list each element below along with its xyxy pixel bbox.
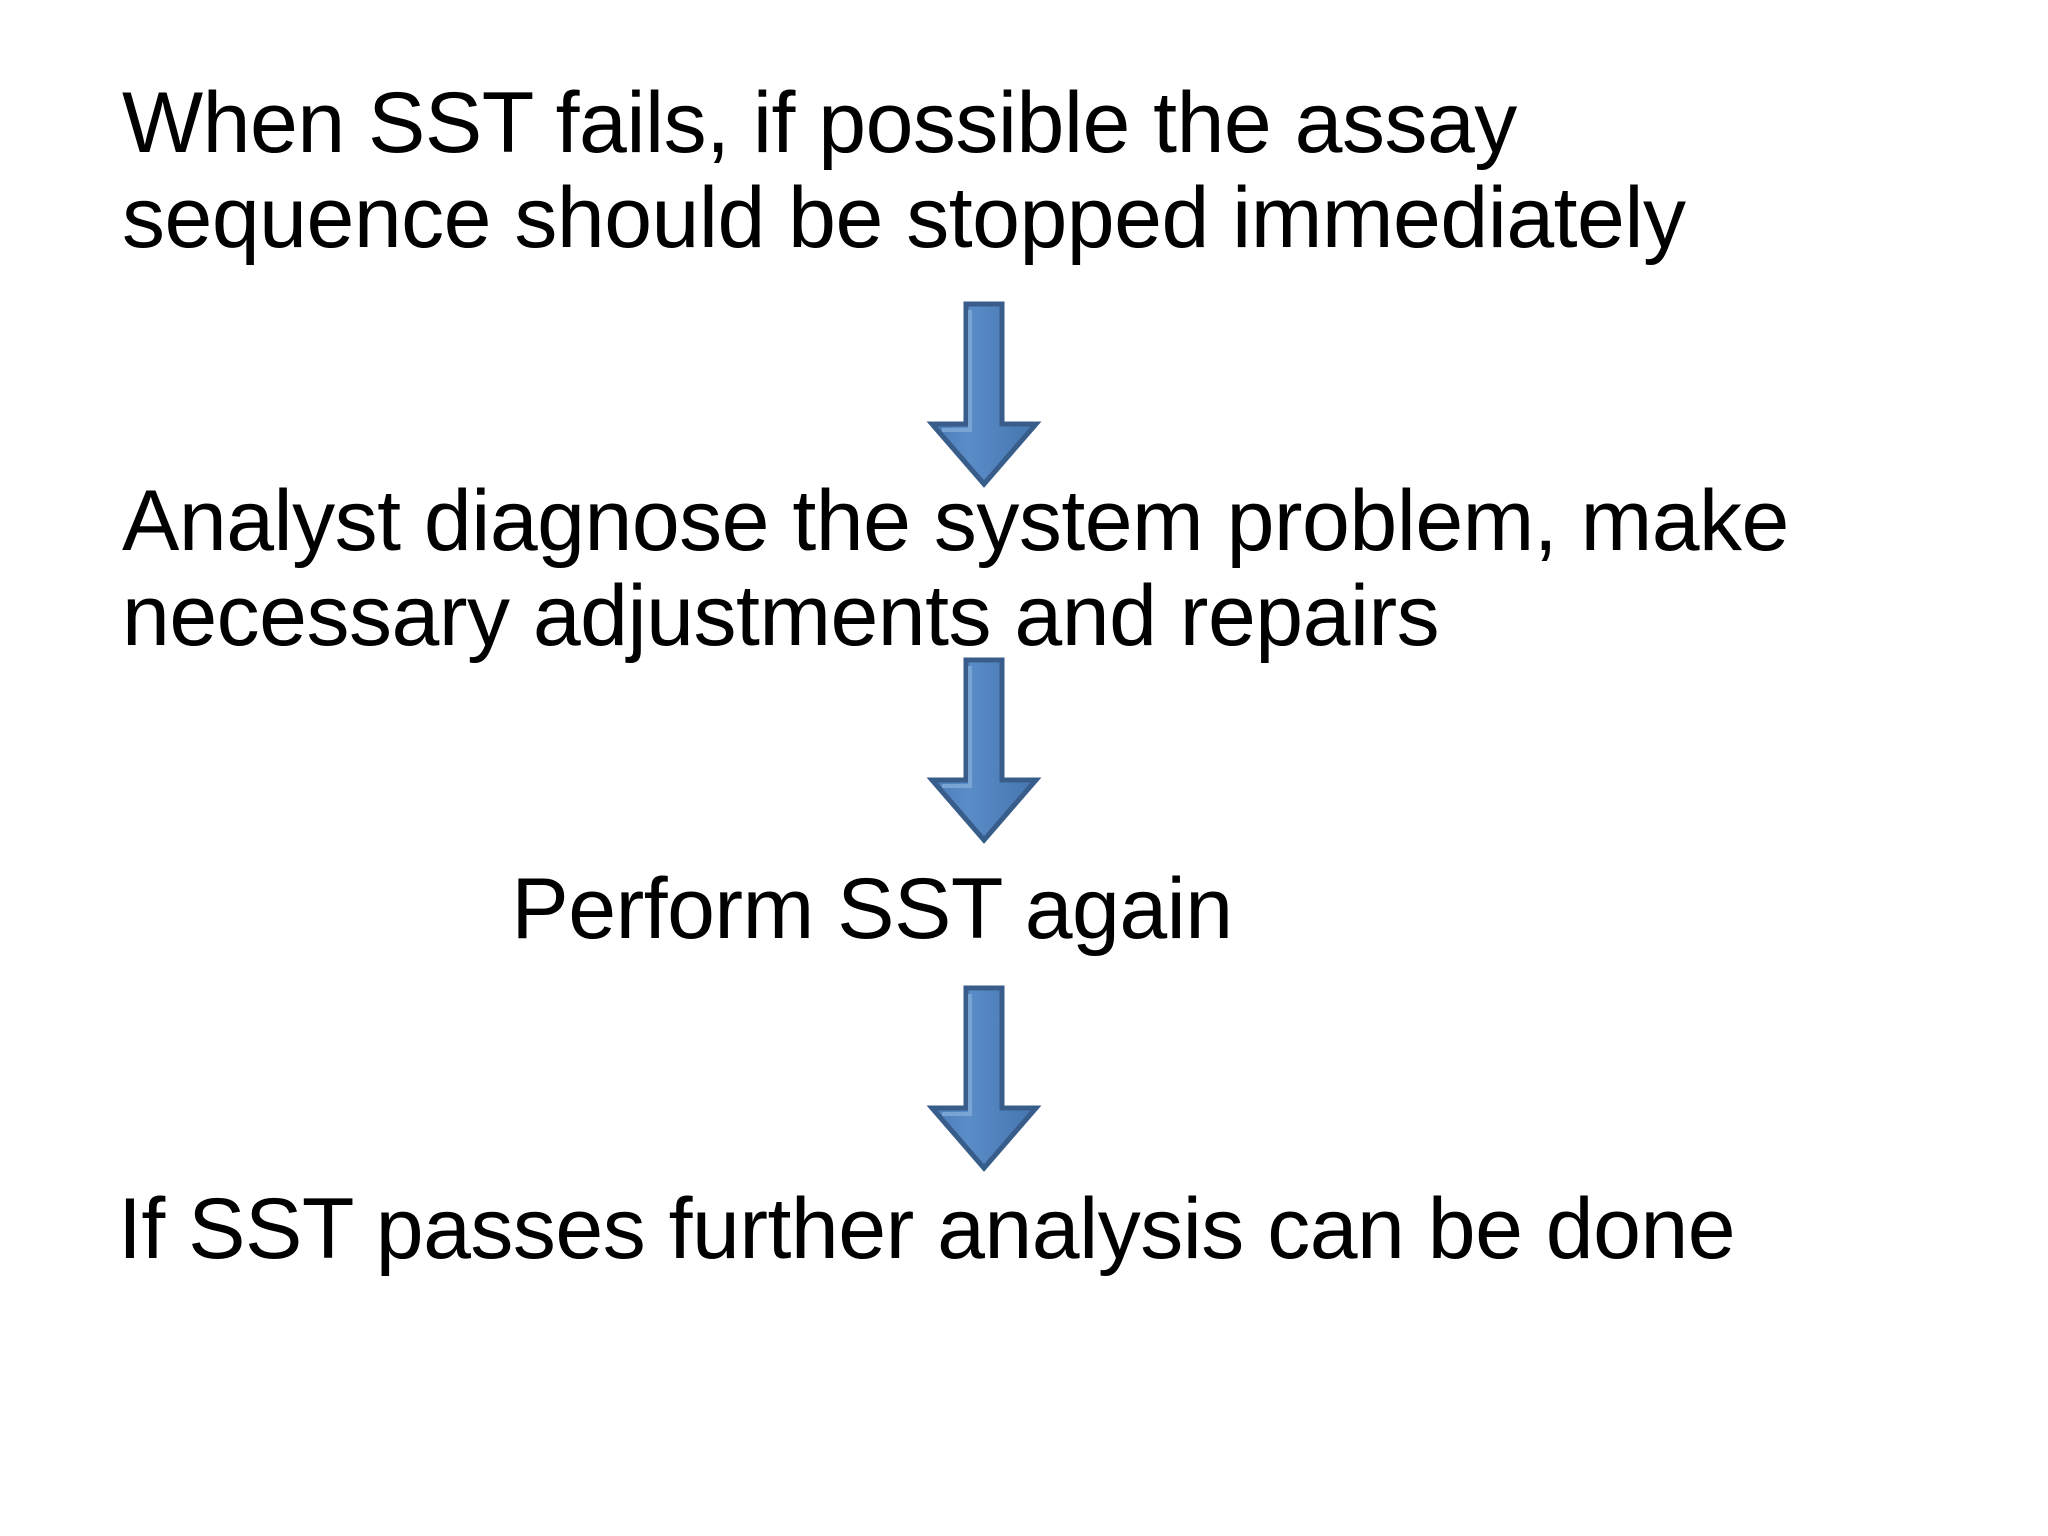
flow-step-2-text: Analyst diagnose the system problem, mak… bbox=[122, 473, 1789, 664]
flow-step-4-text: If SST passes further analysis can be do… bbox=[118, 1181, 1736, 1277]
down-arrow-icon-2 bbox=[926, 657, 1042, 844]
flow-step-3-text: Perform SST again bbox=[511, 861, 1233, 957]
down-arrow-icon-3 bbox=[926, 985, 1042, 1172]
down-arrow-icon-1 bbox=[926, 301, 1042, 488]
flow-step-1-text: When SST fails, if possible the assay se… bbox=[122, 75, 1686, 266]
